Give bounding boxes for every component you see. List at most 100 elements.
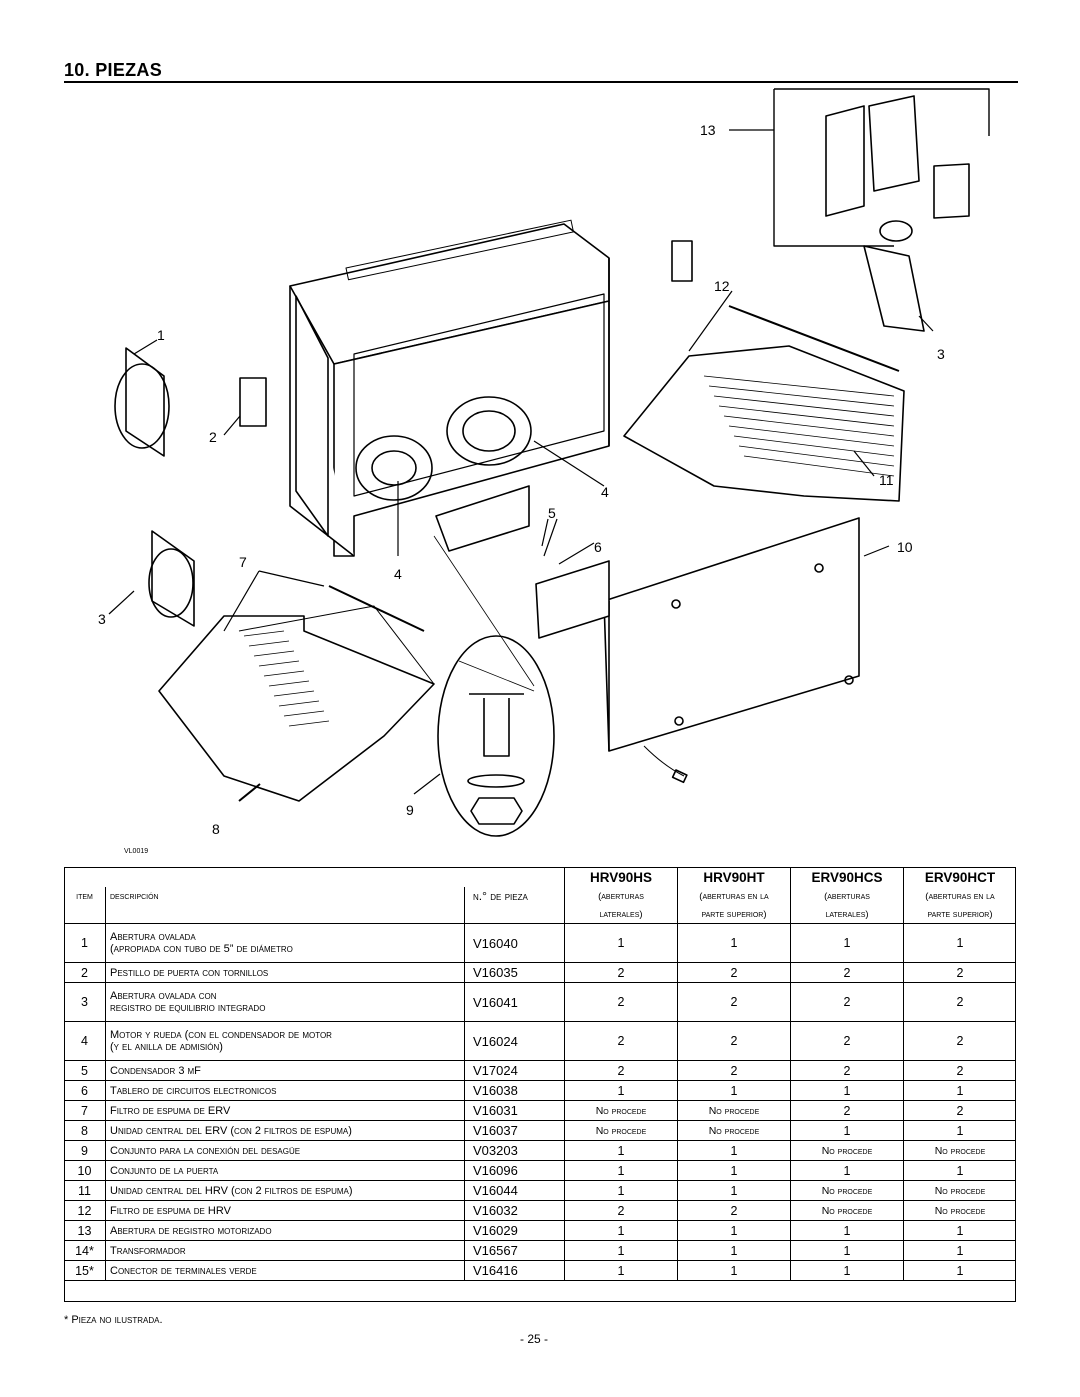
item-cell: 11	[64, 1180, 106, 1201]
part-number-cell: V16044	[464, 1180, 565, 1201]
quantity-cell: 2	[790, 962, 904, 983]
callout-11: 11	[879, 472, 894, 488]
callout-9: 9	[406, 802, 414, 818]
model-sub3-line1: (aberturas	[790, 887, 904, 905]
callout-8: 8	[212, 821, 220, 837]
quantity-cell: No procede	[790, 1200, 904, 1221]
callout-10: 10	[897, 539, 913, 555]
callout-12: 12	[714, 278, 730, 294]
item-cell: 13	[64, 1220, 106, 1241]
quantity-cell: 1	[564, 1080, 678, 1101]
quantity-cell: 1	[564, 1160, 678, 1181]
description-line-1: Transformador	[110, 1244, 186, 1257]
part-number-cell: V16040	[464, 923, 565, 963]
quantity-cell: 1	[564, 1140, 678, 1161]
quantity-cell: No procede	[903, 1180, 1016, 1201]
item-cell: 2	[64, 962, 106, 983]
item-cell: 15*	[64, 1260, 106, 1281]
quantity-cell: 2	[903, 982, 1016, 1022]
quantity-cell: 2	[564, 1200, 678, 1221]
quantity-cell: No procede	[790, 1140, 904, 1161]
description-cell: Conjunto de la puerta	[105, 1160, 465, 1181]
quantity-cell: 1	[790, 1120, 904, 1141]
model-sub1-line2: laterales)	[564, 905, 678, 924]
model-sub4-line2: parte superior)	[903, 905, 1016, 924]
quantity-cell: 1	[564, 1220, 678, 1241]
description-line-1: Abertura de registro motorizado	[110, 1224, 272, 1237]
description-cell: Conjunto para la conexión del desagüe	[105, 1140, 465, 1161]
quantity-cell: 2	[564, 1060, 678, 1081]
description-cell: Unidad central del HRV (con 2 filtros de…	[105, 1180, 465, 1201]
part-number-cell: V16037	[464, 1120, 565, 1141]
item-cell: 8	[64, 1120, 106, 1141]
quantity-cell: 1	[790, 1080, 904, 1101]
quantity-cell: 1	[903, 1260, 1016, 1281]
quantity-cell: 2	[677, 1200, 791, 1221]
description-cell: Transformador	[105, 1240, 465, 1261]
description-line-2: (y el anilla de admisión)	[110, 1041, 223, 1053]
callout-6: 6	[594, 539, 602, 555]
callout-3-left: 3	[98, 611, 106, 627]
description-line-1: Abertura ovalada con	[110, 990, 217, 1002]
part-number-cell: V16035	[464, 962, 565, 983]
quantity-cell: No procede	[790, 1180, 904, 1201]
description-cell: Conector de terminales verde	[105, 1260, 465, 1281]
exploded-parts-diagram: 1 2 3 3 4 4 5 6 7 8 9 10 11 12 13 VL0019	[98, 88, 990, 855]
quantity-cell: 2	[564, 962, 678, 983]
description-cell: Condensador 3 µF	[105, 1060, 465, 1081]
callout-5: 5	[548, 505, 556, 521]
description-cell: Unidad central del ERV (con 2 filtros de…	[105, 1120, 465, 1141]
model-header-2: HRV90HT	[677, 867, 791, 887]
quantity-cell: 1	[790, 923, 904, 963]
part-number-cell: V03203	[464, 1140, 565, 1161]
quantity-cell: 1	[790, 1160, 904, 1181]
quantity-cell: No procede	[903, 1200, 1016, 1221]
quantity-cell: 1	[677, 1180, 791, 1201]
footnote: * Pieza no ilustrada.	[64, 1314, 163, 1326]
part-number-cell: V16029	[464, 1220, 565, 1241]
quantity-cell: 1	[564, 1260, 678, 1281]
part-number-cell: V16032	[464, 1200, 565, 1221]
description-line-1: Pestillo de puerta con tornillos	[110, 966, 269, 979]
quantity-cell: 1	[564, 1180, 678, 1201]
item-header: Item	[76, 890, 93, 902]
page-title: 10. PIEZAS	[64, 60, 163, 80]
quantity-cell: No procede	[564, 1120, 678, 1141]
quantity-cell: 1	[790, 1240, 904, 1261]
part-number-cell: V17024	[464, 1060, 565, 1081]
quantity-cell: No procede	[564, 1100, 678, 1121]
quantity-cell: 2	[903, 1021, 1016, 1061]
item-cell: 7	[64, 1100, 106, 1121]
quantity-cell: 1	[677, 1260, 791, 1281]
description-line-1: Condensador 3 µF	[110, 1064, 201, 1077]
item-cell: 10	[64, 1160, 106, 1181]
quantity-cell: 2	[903, 962, 1016, 983]
quantity-cell: 1	[903, 1220, 1016, 1241]
quantity-cell: 2	[677, 1021, 791, 1061]
item-cell: 1	[64, 923, 106, 963]
description-line-1: Unidad central del HRV (con 2 filtros de…	[110, 1184, 353, 1197]
model-sub4-line1: (aberturas en la	[903, 887, 1016, 905]
description-line-1: Abertura ovalada	[110, 931, 196, 943]
model-sub1-line1: (aberturas	[564, 887, 678, 905]
quantity-cell: 1	[677, 1240, 791, 1261]
description-cell: Filtro de espuma de ERV	[105, 1100, 465, 1121]
parts-table: HRV90HS HRV90HT ERV90HCS ERV90HCT Item D…	[64, 867, 1016, 1281]
model-sub3-line2: laterales)	[790, 905, 904, 924]
quantity-cell: 2	[790, 1021, 904, 1061]
quantity-cell: 2	[677, 1060, 791, 1081]
part-number-cell: V16024	[464, 1021, 565, 1061]
quantity-cell: 1	[677, 1220, 791, 1241]
